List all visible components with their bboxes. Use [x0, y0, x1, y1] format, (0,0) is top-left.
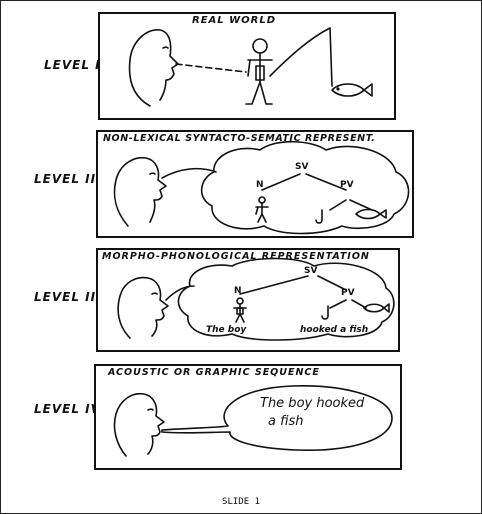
level-2-node-pv: PV: [340, 180, 354, 190]
level-3-thought-bubble: [177, 257, 395, 341]
level-2-thought-bubble: [200, 140, 410, 235]
level-2-fish-icon: [355, 208, 387, 220]
level-4-head-icon: [113, 392, 165, 457]
level-1-head-icon: [128, 29, 179, 107]
level-3-title: MORPHO-PHONOLOGICAL REPRESENTATION: [102, 251, 370, 262]
level-4-panel: [94, 364, 402, 470]
level-2-node-n: N: [256, 180, 264, 190]
level-3-node-sv: SV: [304, 266, 318, 276]
level-1-gaze-line: [175, 63, 247, 73]
level-2-thought-link: [161, 167, 217, 179]
level-4-speech-balloon: [161, 385, 393, 452]
level-4-speech-line-1: The boy hooked: [260, 396, 365, 411]
level-3-node-pv: PV: [341, 288, 355, 298]
level-1-boy-icon: [245, 38, 273, 105]
level-4-label: LEVEL IV: [34, 402, 101, 416]
level-3-tree-lines: [239, 275, 367, 309]
level-2-hook-icon: [315, 209, 323, 224]
level-1-fishing-line: [329, 27, 333, 87]
level-2-tree-lines: [261, 173, 373, 211]
level-1-panel: [98, 12, 396, 120]
level-3-label: LEVEL III: [34, 290, 102, 304]
level-4-speech-line-2: a fish: [268, 414, 304, 429]
level-3-panel: [96, 248, 400, 352]
level-2-title: NON-LEXICAL SYNTACTO-SEMATIC REPRESENT.: [103, 133, 376, 144]
level-1-title: REAL WORLD: [192, 15, 277, 26]
level-3-node-n: N: [234, 286, 242, 296]
level-2-head-icon: [113, 156, 167, 227]
level-3-head-icon: [117, 276, 169, 339]
level-1-label: LEVEL I: [44, 58, 101, 72]
level-3-thought-link: [165, 285, 195, 301]
level-3-boy-icon: [233, 297, 247, 323]
level-1-rod-line: [269, 27, 331, 77]
level-3-caption-predicate: hooked a fish: [300, 325, 369, 335]
level-3-caption-subject: The boy: [206, 325, 247, 335]
level-1-fish-icon: [331, 83, 373, 97]
level-3-fish-icon: [363, 303, 390, 313]
slide-footer: SLIDE 1: [222, 497, 260, 507]
level-2-node-sv: SV: [295, 162, 309, 172]
level-2-label: LEVEL II: [34, 172, 97, 186]
level-4-title: ACOUSTIC OR GRAPHIC SEQUENCE: [108, 367, 320, 378]
level-2-boy-icon: [255, 196, 269, 223]
level-3-hook-icon: [321, 305, 329, 320]
